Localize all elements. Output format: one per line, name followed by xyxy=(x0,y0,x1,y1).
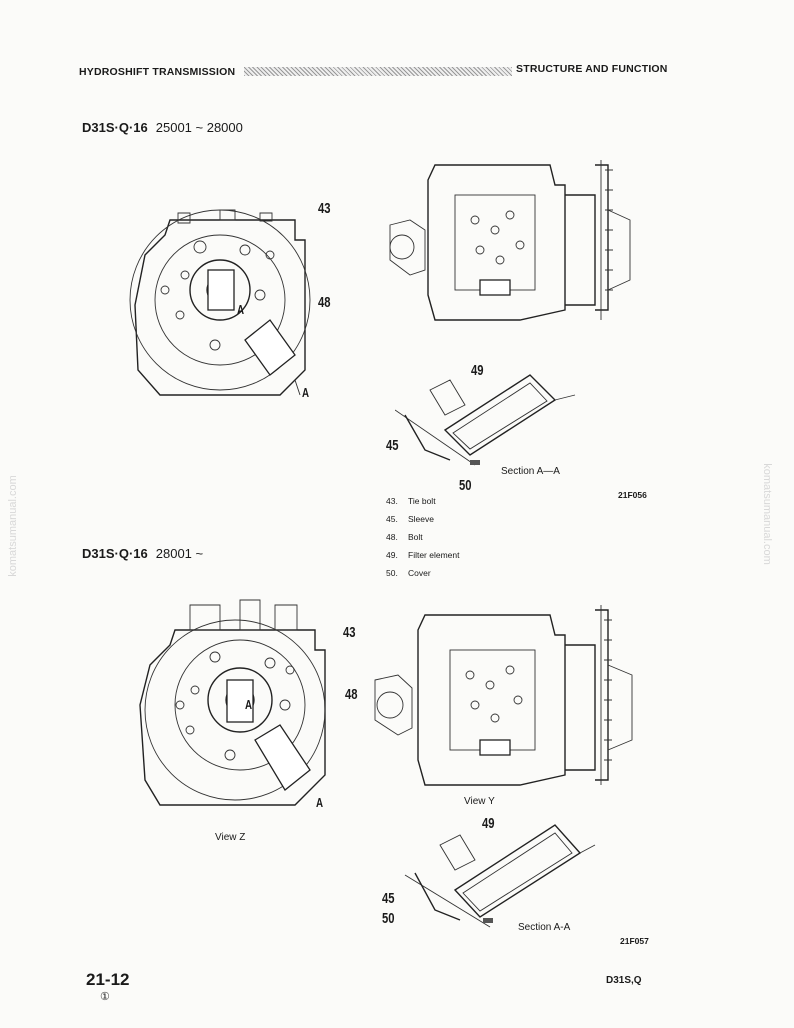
s2-figure-code: 21F057 xyxy=(620,936,649,946)
s1-section-label: Section A—A xyxy=(501,466,560,477)
s2-callout-50: 50 xyxy=(382,910,395,927)
section1-view-y-drawing xyxy=(389,160,631,321)
legend-item: 48.Bolt xyxy=(386,532,423,542)
footer-model: D31S,Q xyxy=(606,975,642,986)
s2-callout-48: 48 xyxy=(345,686,358,703)
section2-section-aa-drawing xyxy=(404,824,596,928)
legend-item: 43.Tie bolt xyxy=(386,496,436,506)
header-hatch-divider xyxy=(244,67,512,76)
footer-page-number: 21-12 xyxy=(86,970,130,989)
section1-model-name: D31S·Q·16 xyxy=(82,120,148,135)
s2-callout-A-bottom: A xyxy=(316,795,324,810)
s2-callout-45: 45 xyxy=(382,890,395,907)
s1-callout-50: 50 xyxy=(459,477,472,494)
header-right-title: STRUCTURE AND FUNCTION xyxy=(516,63,668,75)
section2-model-name: D31S·Q·16 xyxy=(82,546,148,561)
s1-callout-45: 45 xyxy=(386,437,399,454)
s2-callout-43: 43 xyxy=(343,624,356,641)
watermark-right: komatsumanual.com xyxy=(760,463,773,565)
s1-callout-A-center: A xyxy=(237,302,245,317)
section2-model: D31S·Q·16 28001 ~ xyxy=(82,546,203,561)
watermark-left: komatsumanual.com xyxy=(6,475,19,577)
legend-item: 45.Sleeve xyxy=(386,514,434,524)
legend-item: 50.Cover xyxy=(386,568,431,578)
s1-figure-code: 21F056 xyxy=(618,490,647,500)
s1-callout-48: 48 xyxy=(318,294,331,311)
section2-view-z-drawing xyxy=(139,599,326,806)
header-left-title: HYDROSHIFT TRANSMISSION xyxy=(79,66,236,78)
section1-view-z-drawing xyxy=(129,209,311,396)
legend-item: 49.Filter element xyxy=(386,550,460,560)
s1-callout-A-bottom: A xyxy=(302,385,310,400)
s2-callout-49: 49 xyxy=(482,815,495,832)
section1-serial: 25001 ~ 28000 xyxy=(155,120,243,135)
s2-section-label: Section A-A xyxy=(518,922,571,933)
s2-view-y-label: View Y xyxy=(464,796,495,807)
s2-callout-A-center: A xyxy=(245,697,253,712)
section1-section-aa-drawing xyxy=(395,374,576,466)
section1-model: D31S·Q·16 25001 ~ 28000 xyxy=(82,120,243,135)
parts-legend: 43.Tie bolt 45.Sleeve 48.Bolt 49.Filter … xyxy=(386,492,460,582)
footer-revision-mark: ① xyxy=(100,991,110,1003)
section2-view-y-drawing xyxy=(374,605,633,786)
s1-callout-43: 43 xyxy=(318,200,331,217)
s2-view-z-label: View Z xyxy=(215,832,246,843)
section2-serial: 28001 ~ xyxy=(155,546,204,561)
s1-callout-49: 49 xyxy=(471,362,484,379)
